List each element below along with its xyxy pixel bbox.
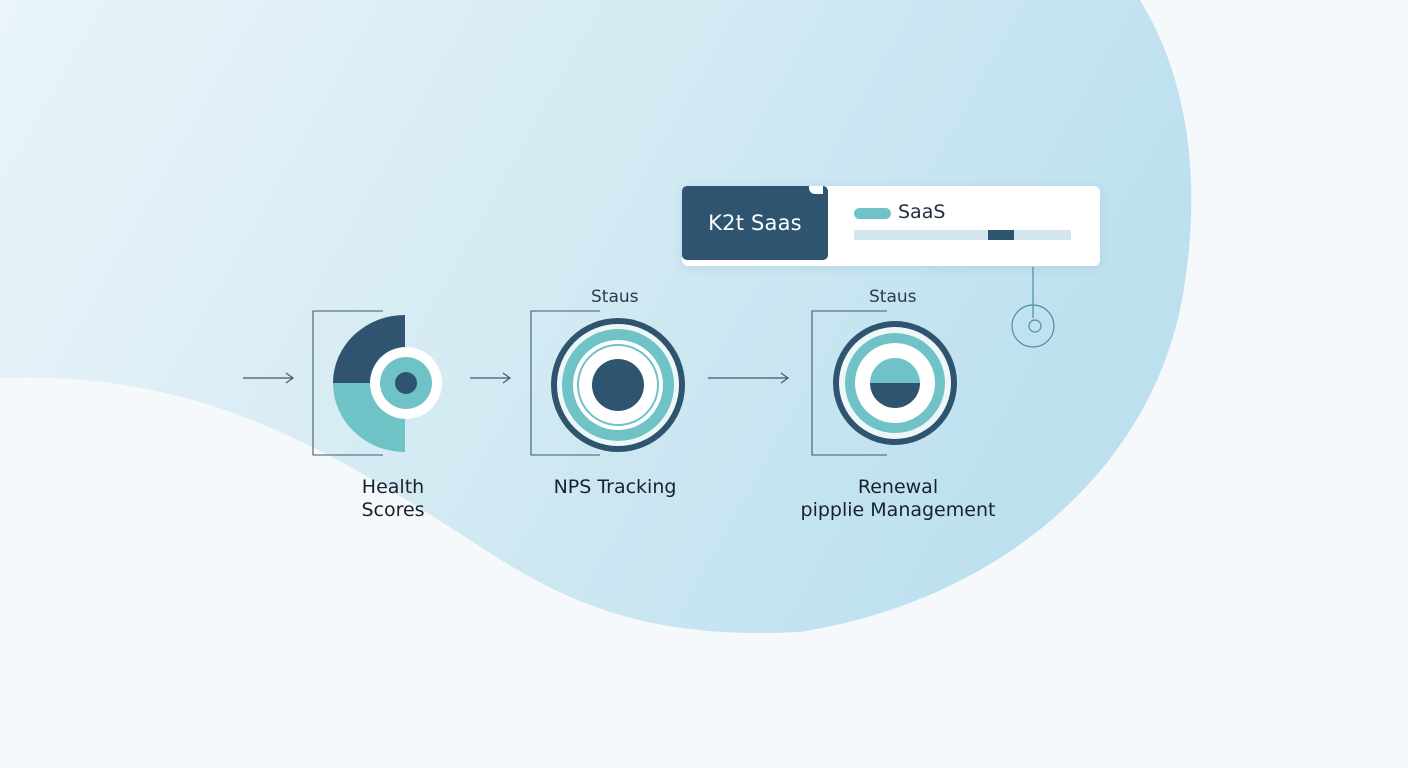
nps-tracking-icon — [551, 318, 685, 452]
status-label-nps: Staus — [591, 287, 639, 307]
card-label: SaaS — [898, 201, 946, 223]
card-tab-label: K2t Saas — [708, 211, 802, 235]
renewal-pipeline-icon — [833, 321, 957, 445]
health-scores-icon — [333, 315, 442, 452]
bracket-renewal — [811, 310, 887, 456]
background-blob — [0, 0, 1192, 634]
stage-label-nps-tracking: NPS Tracking — [553, 476, 677, 498]
arrow-health-to-nps — [470, 372, 512, 384]
card-tab: K2t Saas — [682, 186, 828, 260]
status-card: K2t Saas SaaS — [682, 186, 1100, 266]
stage-label-health-scores: Health Scores — [361, 476, 425, 521]
bracket-health-scores — [312, 310, 383, 456]
arrow-into-health-scores — [243, 372, 295, 384]
status-label-renewal: Staus — [869, 287, 917, 307]
card-tab-notch — [809, 186, 823, 194]
card-progress-marker — [988, 230, 1014, 240]
arrow-nps-to-renewal — [708, 372, 790, 384]
pin-icon — [1011, 304, 1055, 348]
stage-label-renewal: Renewal pipplie Management — [800, 476, 996, 521]
card-progress-track — [854, 230, 1071, 240]
bracket-nps — [530, 310, 600, 456]
card-pill-indicator — [854, 208, 891, 219]
card-pointer — [1011, 267, 1055, 348]
